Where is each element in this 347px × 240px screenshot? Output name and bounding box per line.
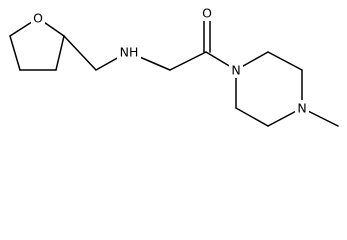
bond-ch2-carbonyl	[169, 51, 207, 71]
ring-oxygen-label: O	[33, 11, 43, 26]
bond-ring-c2-c3	[55, 35, 65, 71]
atom-piperazine-n1: N	[229, 62, 243, 78]
atom-ring-oxygen: O	[31, 10, 45, 26]
bond-pip-c5-c6	[235, 107, 269, 127]
atom-carbonyl-oxygen: O	[200, 5, 214, 21]
bond-ring-c4-c5	[9, 35, 21, 71]
linker-chain	[63, 15, 237, 71]
molecule-structure-diagram: O NH O N N	[9, 5, 339, 127]
amine-label: NH	[120, 45, 139, 60]
piperazine-n4-label: N	[297, 101, 306, 116]
bond-c2-ch2	[63, 35, 97, 71]
carbonyl-oxygen-label: O	[202, 6, 212, 21]
bond-pip-c2-c3	[267, 51, 303, 71]
atom-piperazine-n4: N	[295, 100, 309, 116]
atom-amine: NH	[117, 44, 141, 60]
piperazine-n1-label: N	[231, 63, 240, 78]
tetrahydrofuran-ring	[9, 17, 65, 71]
piperazine-ring	[235, 51, 339, 127]
